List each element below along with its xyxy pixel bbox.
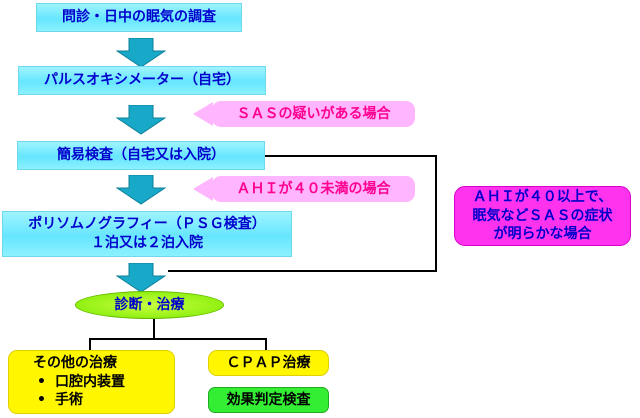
simple-test-box: 簡易検査（自宅又は入院）	[17, 141, 265, 170]
down-arrow-icon	[116, 263, 166, 293]
condition-ahi-over-40: ＡＨＩが４０以上で、 眠気などＳＡＳの症状 が明らかな場合	[454, 186, 631, 246]
simple-test-label: 簡易検査（自宅又は入院）	[57, 147, 225, 164]
connector-branch-left	[89, 338, 91, 350]
condition-ahi-under-40-label: ＡＨＩが４０未満の場合	[236, 180, 391, 197]
connector-diagnosis-down	[153, 318, 155, 340]
condition-sas-suspected-label: ＳＡＳの疑いがある場合	[236, 105, 391, 122]
left-arrow-icon	[193, 177, 213, 201]
condition-ahi-over-40-line2: 眠気などＳＡＳの症状	[472, 207, 613, 224]
other-treatment-box: その他の治療 口腔内装置 手術	[8, 350, 175, 414]
down-arrow-icon	[116, 38, 166, 68]
condition-ahi-under-40: ＡＨＩが４０未満の場合	[212, 176, 415, 202]
connector-right-to-flow	[168, 270, 437, 272]
down-arrow-icon	[116, 175, 166, 205]
effect-test-box: 効果判定検査	[208, 387, 329, 413]
condition-ahi-over-40-line3: が明らかな場合	[493, 226, 592, 243]
connector-branch-right	[265, 338, 267, 350]
pulse-oximeter-box: パルスオキシメーター（自宅）	[18, 66, 266, 95]
other-treatment-item: 手術	[33, 391, 125, 410]
connector-branch-horizontal	[89, 338, 267, 340]
interview-box: 問診・日中の眠気の調査	[36, 3, 242, 32]
diagnosis-label: 診断・治療	[114, 296, 185, 313]
other-treatment-item: 口腔内装置	[33, 373, 125, 392]
pulse-oximeter-label: パルスオキシメーター（自宅）	[44, 72, 240, 89]
connector-right-vertical	[435, 155, 437, 272]
other-treatment-title: その他の治療	[33, 354, 117, 371]
cpap-label: ＣＰＡＰ治療	[226, 354, 311, 371]
cpap-box: ＣＰＡＰ治療	[208, 350, 329, 376]
left-arrow-icon	[193, 102, 213, 126]
down-arrow-icon	[116, 105, 166, 135]
effect-test-label: 効果判定検査	[226, 391, 311, 408]
interview-label: 問診・日中の眠気の調査	[62, 9, 216, 26]
diagnosis-oval: 診断・治療	[75, 291, 224, 319]
condition-ahi-over-40-line1: ＡＨＩが４０以上で、	[472, 188, 613, 205]
psg-label-line2: １泊又は２泊入院	[91, 235, 203, 251]
psg-box: ポリソムノグラフィー（ＰＳＧ検査） １泊又は２泊入院	[2, 211, 292, 257]
connector-simple-to-right	[265, 155, 437, 157]
psg-label-line1: ポリソムノグラフィー（ＰＳＧ検査）	[28, 216, 266, 233]
condition-sas-suspected: ＳＡＳの疑いがある場合	[212, 101, 415, 127]
other-treatment-list: 口腔内装置 手術	[33, 373, 125, 411]
